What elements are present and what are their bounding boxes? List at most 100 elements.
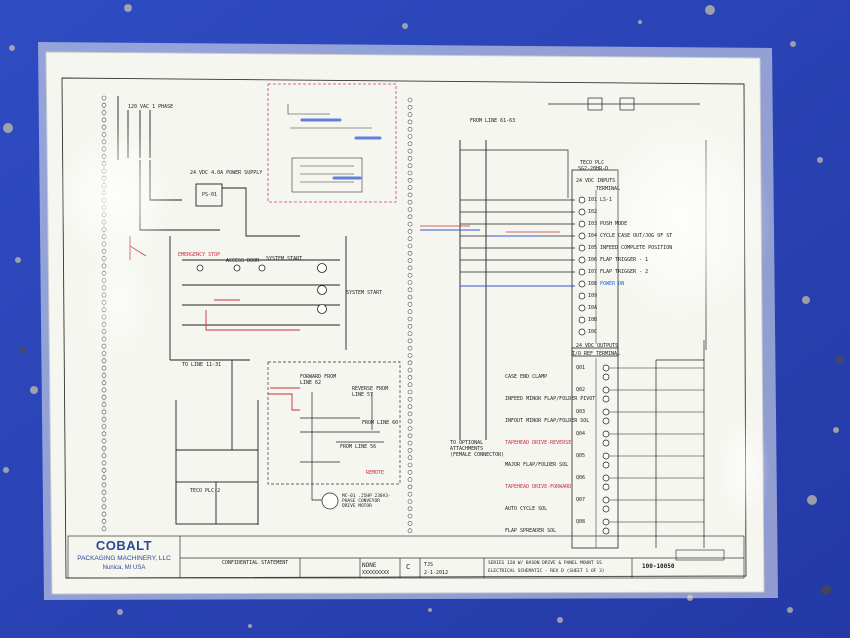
plc-input-description: LS-1 bbox=[600, 197, 613, 203]
rung-terminal-middle bbox=[407, 134, 413, 139]
rung-terminal-middle bbox=[407, 404, 413, 409]
rung-terminal-middle bbox=[407, 280, 413, 285]
rung-terminal-middle bbox=[407, 506, 413, 512]
panel-rust-spots bbox=[19, 347, 844, 595]
drawing-border bbox=[61, 77, 747, 579]
plc-input-terminal bbox=[578, 256, 586, 264]
description-line-1: SERIES 120 W/ BASON DRIVE & PANEL MOUNT … bbox=[488, 561, 602, 566]
plc-input-id: I0C bbox=[588, 329, 598, 335]
rung-terminal-middle bbox=[407, 396, 413, 402]
plc-output-terminal bbox=[602, 496, 610, 504]
output-wiring bbox=[655, 340, 705, 548]
confidential-label: CONFIDENTIAL STATEMENT bbox=[222, 560, 289, 566]
plc-output-description: INFEED MINOR FLAP/FOLDER PIVOT bbox=[505, 396, 596, 402]
plc-input-terminal bbox=[578, 268, 586, 276]
rung-terminal bbox=[101, 373, 107, 378]
rung-terminal-middle bbox=[407, 323, 413, 329]
rung-terminal-middle bbox=[407, 382, 413, 388]
terminal-box bbox=[675, 549, 725, 561]
plc-input-terminals bbox=[578, 196, 586, 336]
rung-terminal-middle bbox=[407, 243, 413, 249]
rung-terminal-middle bbox=[407, 521, 413, 526]
plc-outputs-label: 24 VDC OUTPUTS bbox=[576, 343, 619, 349]
rung-terminal-middle bbox=[407, 251, 413, 256]
drawing-number: 100-10050 bbox=[642, 563, 675, 570]
rung-terminal-middle bbox=[407, 272, 413, 278]
plc-output-description: TAPEHEAD DRIVE-FORWARD bbox=[505, 484, 572, 490]
rung-terminal-middle bbox=[407, 469, 413, 475]
rung-terminal bbox=[101, 409, 107, 415]
rung-terminal-middle bbox=[407, 112, 413, 117]
forward-label: FORWARD FROM LINE 62 bbox=[300, 374, 337, 386]
from-line-top-label: FROM LINE 61-63 bbox=[470, 118, 516, 124]
logo-name: COBALT bbox=[95, 538, 153, 553]
rung-terminal-middle bbox=[407, 389, 413, 395]
plc-output-terminal-return bbox=[602, 395, 610, 403]
rung-terminal bbox=[101, 103, 107, 108]
plc-input-terminal bbox=[578, 244, 586, 252]
motor-dashed-box bbox=[267, 361, 401, 485]
plc-output-id: Q02 bbox=[576, 387, 586, 393]
plc-output-terminal-label: TERMINAL bbox=[596, 351, 621, 357]
plc-input-id: I02 bbox=[588, 209, 598, 215]
rung-terminal-middle bbox=[407, 309, 413, 315]
plc-input-terminal bbox=[578, 220, 586, 228]
rung-terminal-middle bbox=[407, 236, 413, 241]
plc-input-id: I0B bbox=[588, 317, 598, 323]
rung-terminal-middle bbox=[407, 484, 413, 490]
rung-terminal-middle bbox=[407, 455, 413, 461]
glare-right bbox=[592, 110, 772, 330]
tolerance-value: NONE bbox=[362, 562, 377, 569]
rung-terminal-middle bbox=[407, 207, 413, 212]
pink-dashed-detail-box bbox=[267, 83, 397, 203]
plc-io-ref-label: I/O REF bbox=[572, 351, 594, 357]
plc-output-id: Q03 bbox=[576, 409, 586, 415]
remote-label: REMOTE bbox=[366, 470, 385, 476]
plc-output-terminal bbox=[602, 408, 610, 416]
logo-location: Nunica, MI USA bbox=[102, 565, 146, 571]
plc-output-terminal bbox=[602, 474, 610, 482]
rung-terminal bbox=[101, 511, 107, 517]
rung-terminal bbox=[101, 424, 107, 429]
rung-terminal bbox=[101, 526, 107, 532]
rung-terminal-middle bbox=[407, 345, 413, 351]
rung-terminal-middle bbox=[407, 316, 413, 322]
plc-output-id: Q06 bbox=[576, 475, 586, 481]
rung-terminal-middle bbox=[407, 418, 413, 424]
title-block bbox=[67, 535, 745, 579]
supply-label: 120 VAC 1 PHASE bbox=[128, 104, 174, 110]
logo-subtitle: PACKAGING MACHINERY, LLC bbox=[77, 555, 171, 562]
rung-terminal-middle bbox=[407, 462, 413, 468]
rung-terminal bbox=[101, 110, 107, 115]
glare-left-lower bbox=[78, 230, 158, 370]
plc-input-description: FLAP TRIGGER - 2 bbox=[600, 269, 649, 275]
plc-input-terminal bbox=[578, 280, 586, 288]
access-door-label: ACCESS DOOR bbox=[226, 258, 260, 264]
rung-terminal-middle bbox=[407, 448, 413, 453]
rung-terminal bbox=[101, 460, 107, 466]
plc-output-description: CASE END CLAMP bbox=[505, 374, 548, 380]
plc-output-description: INFOUT MINOR FLAP/FOLDER SOL bbox=[505, 418, 590, 424]
plc-output-terminal-return bbox=[602, 461, 610, 469]
rung-terminal-middle bbox=[407, 367, 413, 373]
plc-input-terminal bbox=[578, 304, 586, 312]
rung-terminal bbox=[101, 482, 107, 488]
plc-input-terminal bbox=[578, 232, 586, 240]
rung-terminal-middle bbox=[407, 360, 413, 366]
rung-terminal-middle bbox=[407, 185, 413, 190]
plc-output-description: FLAP SPREADER SOL bbox=[505, 528, 557, 534]
rung-terminal-middle bbox=[407, 375, 413, 380]
teco-plc-label: TECO PLC-2 bbox=[190, 488, 221, 494]
blue-highlight-strokes bbox=[300, 118, 382, 180]
plc-output-terminal bbox=[602, 452, 610, 460]
pink-box-wiring bbox=[287, 104, 372, 193]
plc-input-id: I06 bbox=[588, 257, 598, 263]
to-line-label: TO LINE 11-31 bbox=[182, 362, 222, 368]
rung-terminal-middle bbox=[407, 148, 413, 154]
rung-terminal-middle bbox=[407, 477, 413, 482]
plc-output-description: AUTO CYCLE SOL bbox=[505, 506, 548, 512]
blue-input-wiring bbox=[420, 229, 575, 287]
rung-terminal-middle bbox=[407, 126, 413, 132]
rung-number-column-middle bbox=[407, 97, 413, 534]
